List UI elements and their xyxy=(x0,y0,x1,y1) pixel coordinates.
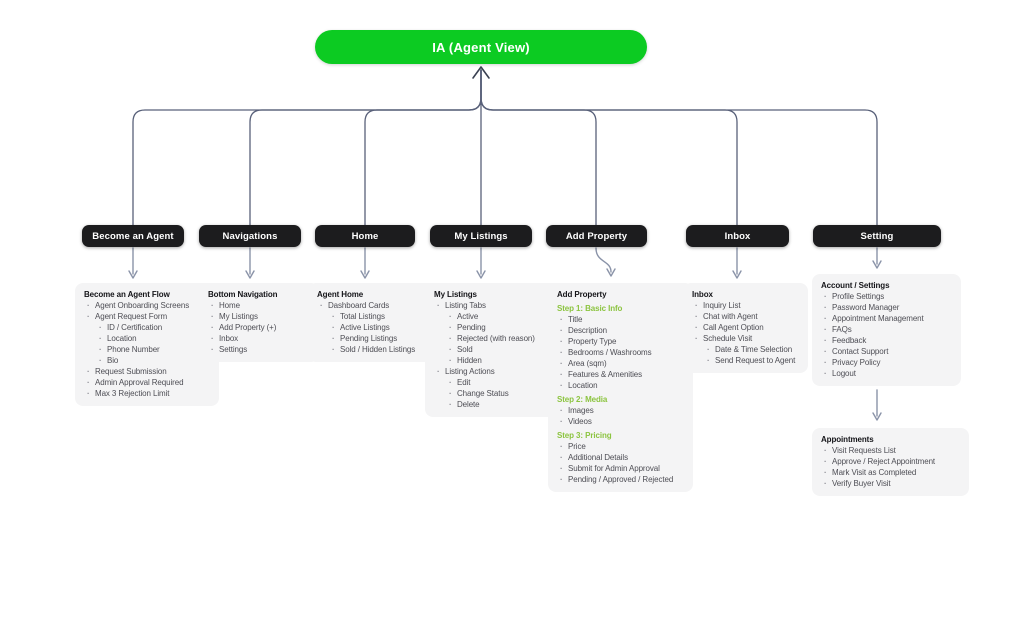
card-item-list: Dashboard CardsTotal ListingsActive List… xyxy=(317,300,437,355)
card-list-item: Delete xyxy=(434,399,554,410)
card-list-item: Edit xyxy=(434,377,554,388)
card-list-item: Additional Details xyxy=(557,452,684,463)
node-navigations: Navigations xyxy=(199,225,301,247)
card-list-item: Change Status xyxy=(434,388,554,399)
node-become-an-agent: Become an Agent xyxy=(82,225,184,247)
card-list-item: Hidden xyxy=(434,355,554,366)
card-list-item: Add Property (+) xyxy=(208,322,310,333)
card-list-item: Chat with Agent xyxy=(692,311,799,322)
card-list-item: Feedback xyxy=(821,335,952,346)
card-title: My Listings xyxy=(434,290,477,299)
card-list-item: Agent Request Form xyxy=(84,311,210,322)
card-list-item: Location xyxy=(84,333,210,344)
card-list-item: Property Type xyxy=(557,336,684,347)
card-list-item: Appointment Management xyxy=(821,313,952,324)
card-list-item: Date & Time Selection xyxy=(692,344,799,355)
card-title: Inbox xyxy=(692,290,713,299)
card-list-item: Area (sqm) xyxy=(557,358,684,369)
card-item-list: Step 1: Basic InfoTitleDescriptionProper… xyxy=(557,303,684,485)
node-my-listings: My Listings xyxy=(430,225,532,247)
card-my-listings: My Listings Listing TabsActivePendingRej… xyxy=(425,283,563,417)
card-add-property: Add Property Step 1: Basic InfoTitleDesc… xyxy=(548,283,693,492)
card-item-list: Inquiry ListChat with AgentCall Agent Op… xyxy=(692,300,799,366)
card-list-item: Pending Listings xyxy=(317,333,437,344)
card-inbox: Inbox Inquiry ListChat with AgentCall Ag… xyxy=(683,283,808,373)
card-list-item: Description xyxy=(557,325,684,336)
card-step-heading: Step 2: Media xyxy=(557,395,608,404)
card-list-item: Request Submission xyxy=(84,366,210,377)
card-list-item: Visit Requests List xyxy=(821,445,960,456)
card-list-item: Logout xyxy=(821,368,952,379)
card-list-item: Mark Visit as Completed xyxy=(821,467,960,478)
card-list-item: Features & Amenities xyxy=(557,369,684,380)
card-list-item: Submit for Admin Approval xyxy=(557,463,684,474)
card-list-item: Images xyxy=(557,405,684,416)
card-list-item: Inbox xyxy=(208,333,310,344)
node-home: Home xyxy=(315,225,415,247)
card-list-item: Location xyxy=(557,380,684,391)
card-list-item: Privacy Policy xyxy=(821,357,952,368)
card-list-item: Home xyxy=(208,300,310,311)
card-item-list: Profile SettingsPassword ManagerAppointm… xyxy=(821,291,952,379)
root-node-ia-agent-view: IA (Agent View) xyxy=(315,30,647,64)
card-agent-home: Agent Home Dashboard CardsTotal Listings… xyxy=(308,283,446,362)
card-become-an-agent-flow: Become an Agent Flow Agent Onboarding Sc… xyxy=(75,283,219,406)
card-title: Appointments xyxy=(821,435,874,444)
card-title: Account / Settings xyxy=(821,281,890,290)
card-list-item: Contact Support xyxy=(821,346,952,357)
card-list-item: Verify Buyer Visit xyxy=(821,478,960,489)
card-title: Add Property xyxy=(557,290,607,299)
card-list-item: Listing Tabs xyxy=(434,300,554,311)
card-list-item: Sold xyxy=(434,344,554,355)
card-title: Become an Agent Flow xyxy=(84,290,170,299)
card-step-heading: Step 3: Pricing xyxy=(557,431,612,440)
card-list-item: ID / Certification xyxy=(84,322,210,333)
card-list-item: Active xyxy=(434,311,554,322)
node-add-property: Add Property xyxy=(546,225,647,247)
card-list-item: Pending / Approved / Rejected xyxy=(557,474,684,485)
card-list-item: Call Agent Option xyxy=(692,322,799,333)
card-list-item: Rejected (with reason) xyxy=(434,333,554,344)
card-list-item: Send Request to Agent xyxy=(692,355,799,366)
card-account-settings: Account / Settings Profile SettingsPassw… xyxy=(812,274,961,386)
card-title: Agent Home xyxy=(317,290,364,299)
card-list-item: Approve / Reject Appointment xyxy=(821,456,960,467)
card-appointments: Appointments Visit Requests ListApprove … xyxy=(812,428,969,496)
card-list-item: Bedrooms / Washrooms xyxy=(557,347,684,358)
card-item-list: Visit Requests ListApprove / Reject Appo… xyxy=(821,445,960,489)
card-list-item: Pending xyxy=(434,322,554,333)
card-list-item: Videos xyxy=(557,416,684,427)
card-item-list: Agent Onboarding ScreensAgent Request Fo… xyxy=(84,300,210,399)
node-inbox: Inbox xyxy=(686,225,789,247)
card-item-list: Listing TabsActivePendingRejected (with … xyxy=(434,300,554,410)
card-list-item: Price xyxy=(557,441,684,452)
card-list-item: Sold / Hidden Listings xyxy=(317,344,437,355)
node-setting: Setting xyxy=(813,225,941,247)
card-list-item: Admin Approval Required xyxy=(84,377,210,388)
card-step-heading: Step 1: Basic Info xyxy=(557,304,623,313)
card-list-item: Inquiry List xyxy=(692,300,799,311)
card-list-item: Bio xyxy=(84,355,210,366)
card-list-item: Schedule Visit xyxy=(692,333,799,344)
card-list-item: FAQs xyxy=(821,324,952,335)
card-list-item: Title xyxy=(557,314,684,325)
card-list-item: Listing Actions xyxy=(434,366,554,377)
card-title: Bottom Navigation xyxy=(208,290,278,299)
card-list-item: Agent Onboarding Screens xyxy=(84,300,210,311)
card-list-item: Phone Number xyxy=(84,344,210,355)
card-list-item: Password Manager xyxy=(821,302,952,313)
card-list-item: Dashboard Cards xyxy=(317,300,437,311)
card-list-item: Settings xyxy=(208,344,310,355)
card-list-item: Total Listings xyxy=(317,311,437,322)
card-list-item: My Listings xyxy=(208,311,310,322)
card-list-item: Profile Settings xyxy=(821,291,952,302)
card-list-item: Active Listings xyxy=(317,322,437,333)
card-list-item: Max 3 Rejection Limit xyxy=(84,388,210,399)
